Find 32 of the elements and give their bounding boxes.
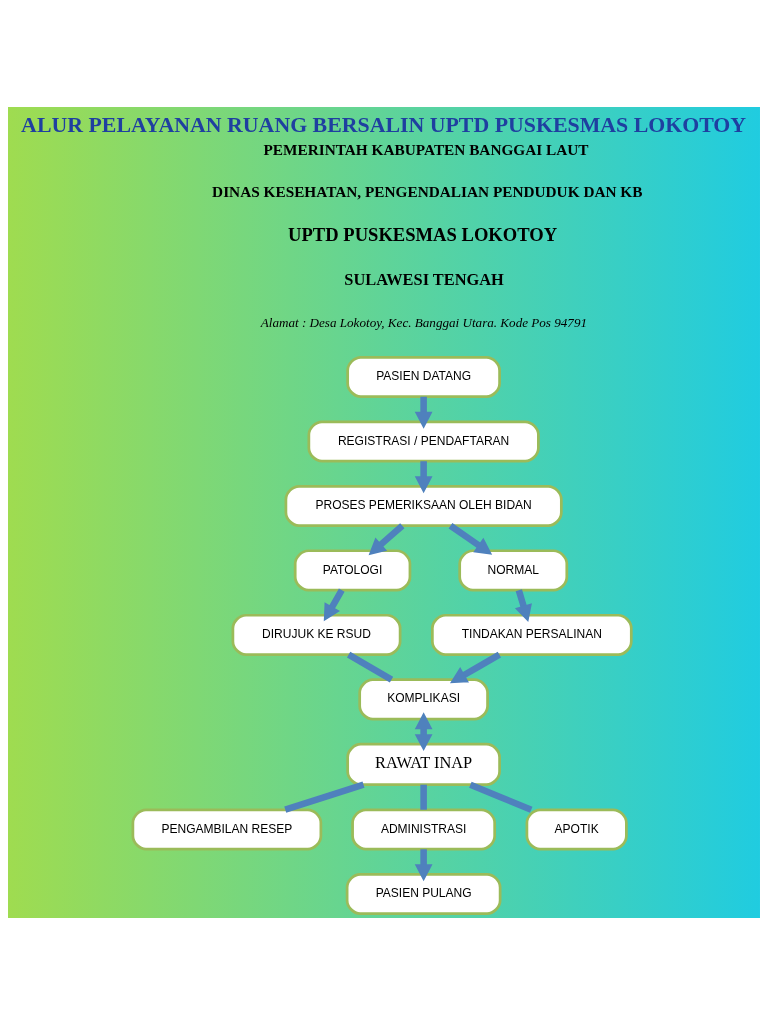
node-box: PASIEN DATANG [346,355,501,398]
arrow [414,848,433,881]
node-box: DIRUJUK KE RSUD [231,613,402,656]
node-box: PENGAMBILAN RESEP [131,807,323,850]
connector [469,781,533,813]
node-box: NORMAL [458,548,569,591]
node-box: ADMINISTRASI [351,807,497,850]
node-box: RAWAT INAP [346,742,501,786]
arrow [414,460,433,493]
arrow [414,711,433,751]
label: Alamat : Desa Lokotoy, Kec. Banggai Utara. Kode Pos 94791 [260,314,588,330]
arrow [448,522,493,555]
arrow [449,651,501,683]
diagram-title: ALUR PELAYANAN RUANG BERSALIN UPTD PUSKESMAS LOKOTOY [21,112,747,137]
connector [347,651,394,682]
connector [284,781,365,813]
node-box: KOMPLIKASI [358,677,489,720]
node-box: TINDAKAN PERSALINAN [431,613,633,656]
label: DINAS KESEHATAN, PENGENDALIAN PENDUDUK DAN KB [212,182,643,200]
node-box: PROSES PEMERIKSAAN OLEH BIDAN [284,484,563,527]
arrow [514,588,532,622]
arrow [414,396,433,429]
label: UPTD PUSKESMAS LOKOTOY [288,223,558,245]
arrow [368,522,405,555]
node-box: REGISTRASI / PENDAFTARAN [307,419,540,462]
label: PEMERINTAH KABUPATEN BANGGAI LAUT [263,140,589,158]
node-box: PASIEN PULANG [345,872,502,915]
node-box: PATOLOGI [293,548,412,591]
node-box: APOTIK [525,807,628,850]
label: SULAWESI TENGAH [344,269,504,289]
arrow [323,588,345,621]
connector [420,784,427,810]
